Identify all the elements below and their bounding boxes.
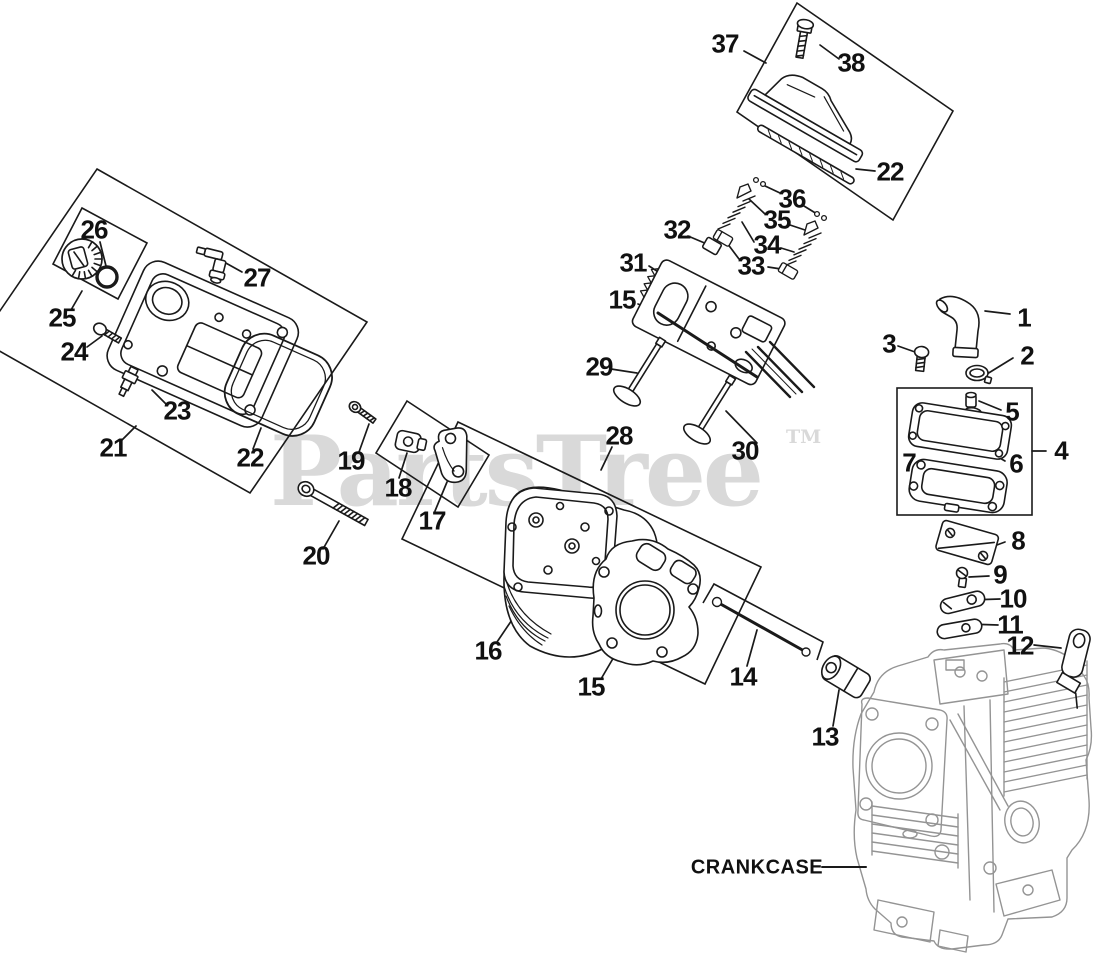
callout-4: 4 <box>1054 435 1069 466</box>
box-25-26 <box>51 206 149 301</box>
callout-1: 1 <box>1017 302 1032 333</box>
callout-3: 3 <box>882 328 897 359</box>
part-31-studs <box>744 340 816 399</box>
parts-line-art <box>61 18 1091 709</box>
callout-18: 18 <box>384 472 413 503</box>
callout-2: 2 <box>1020 340 1035 371</box>
part-27-fitting <box>195 246 227 284</box>
part-26-o-ring <box>95 265 119 289</box>
part-10-clip <box>939 590 986 615</box>
part-17-rocker-arm <box>433 427 468 484</box>
part-18-rocker-pivot <box>394 429 428 454</box>
callout-15-upper: 15 <box>608 284 637 315</box>
callout-11: 11 <box>997 609 1023 640</box>
part-22-rocker-gasket <box>756 124 855 185</box>
callout-25: 25 <box>48 302 77 333</box>
part-left-valve-cover <box>106 260 300 428</box>
callout-38: 38 <box>837 47 866 78</box>
callout-13: 13 <box>811 721 840 752</box>
part-32-guide <box>702 236 722 256</box>
box-21 <box>0 167 369 495</box>
part-1-breather-hose <box>935 295 980 359</box>
part-35-retainers <box>736 183 819 236</box>
callout-8: 8 <box>1011 525 1026 556</box>
part-12-bracket <box>1056 628 1091 709</box>
part-25-oil-cap <box>61 238 103 280</box>
callout-24: 24 <box>60 336 89 367</box>
part-8-cover-plate <box>935 519 1000 566</box>
part-20-long-bolt <box>297 480 369 527</box>
callout-28: 28 <box>605 420 634 451</box>
watermark-tm-mark: TM <box>786 426 822 448</box>
part-3-bolt <box>913 345 930 373</box>
part-11-clip <box>936 618 983 640</box>
callout-10: 10 <box>999 583 1028 614</box>
callout-32: 32 <box>663 214 692 245</box>
part-14-push-rod <box>711 596 811 657</box>
callout-6: 6 <box>1009 448 1024 479</box>
part-29-valve <box>612 336 667 407</box>
bracket-14 <box>702 582 824 661</box>
callout-17: 17 <box>418 505 447 536</box>
callout-21: 21 <box>99 432 128 463</box>
part-13-tappet <box>820 654 871 699</box>
crankcase-label: CRANKCASE <box>690 856 824 879</box>
callout-37: 37 <box>711 28 740 59</box>
callout-7: 7 <box>902 447 917 478</box>
callout-27: 27 <box>243 262 272 293</box>
callout-5: 5 <box>1005 396 1020 427</box>
part-22-cover-gasket <box>223 332 333 437</box>
callout-29: 29 <box>585 351 614 382</box>
part-33-stem-seals <box>712 229 799 280</box>
part-5-fitting <box>965 391 977 408</box>
part-6-breather-cover <box>907 402 1013 460</box>
part-15-head-gasket <box>591 538 701 666</box>
box-28 <box>400 420 763 686</box>
callout-26: 26 <box>80 214 109 245</box>
group-boxes <box>0 1 1033 686</box>
callout-34: 34 <box>753 229 782 260</box>
part-36-keepers <box>752 176 828 222</box>
callout-19: 19 <box>337 445 366 476</box>
callout-36: 36 <box>778 183 807 214</box>
callout-20: 20 <box>302 540 331 571</box>
callout-9: 9 <box>993 559 1008 590</box>
part-15-gasket-edge <box>656 311 759 379</box>
part-37-rocker-cover <box>747 74 864 163</box>
part-23-fitting <box>118 365 139 398</box>
callout-12: 12 <box>1006 630 1035 661</box>
callout-23: 23 <box>163 395 192 426</box>
callout-22-top: 22 <box>876 156 905 187</box>
callout-16: 16 <box>474 635 503 666</box>
part-30-valve <box>682 374 737 445</box>
callout-14: 14 <box>729 661 758 692</box>
callout-33: 33 <box>737 250 766 281</box>
part-9-screw <box>955 566 969 589</box>
part-24-bolt <box>92 322 123 344</box>
callout-30: 30 <box>731 435 760 466</box>
box-37 <box>735 1 955 222</box>
callout-22-left: 22 <box>236 442 265 473</box>
callout-31: 31 <box>619 247 648 278</box>
callout-35: 35 <box>763 204 792 235</box>
part-19-bolt <box>348 400 377 424</box>
part-2-hose-clamp <box>965 364 993 385</box>
crankcase-drawing <box>852 642 1093 953</box>
callout-15-lower: 15 <box>577 671 606 702</box>
part-38-bolt <box>795 18 815 60</box>
part-7-breather-gasket <box>908 458 1008 514</box>
